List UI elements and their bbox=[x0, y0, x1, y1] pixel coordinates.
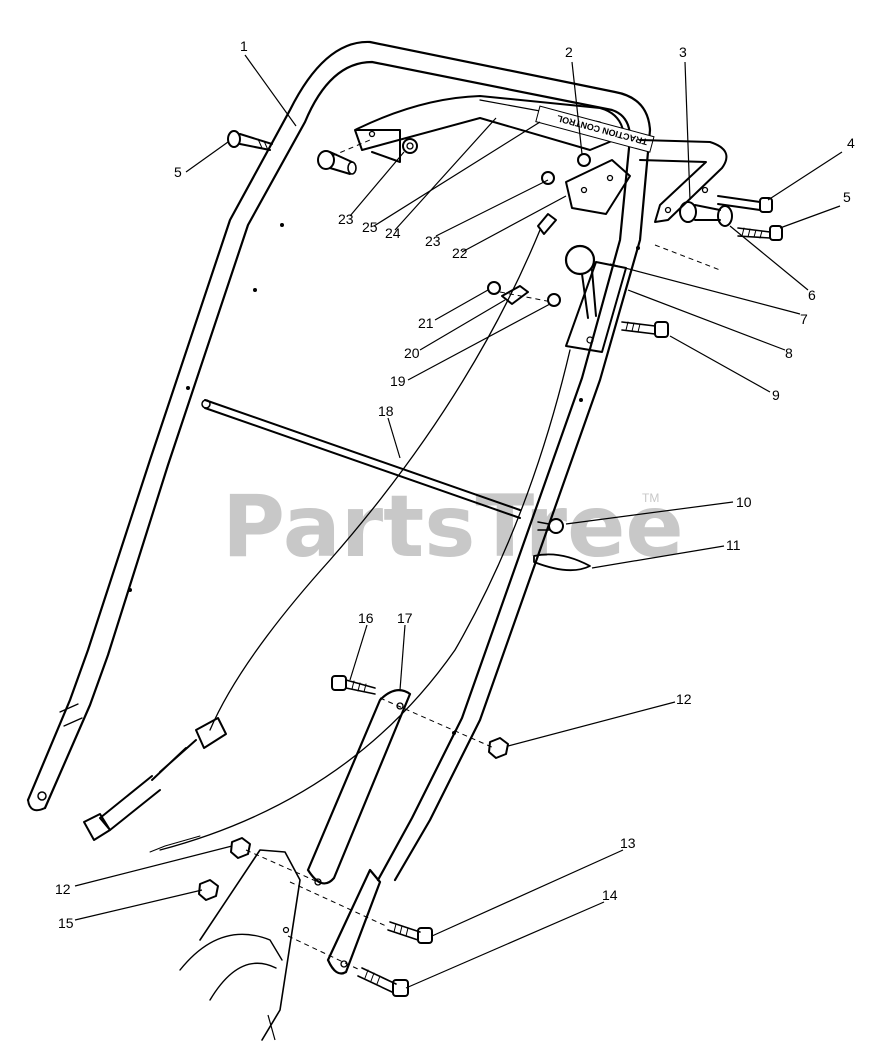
callout-12-right: 12 bbox=[676, 691, 692, 707]
callout-14: 14 bbox=[602, 887, 618, 903]
callout-5-left: 5 bbox=[174, 164, 182, 180]
nut-part-12-right bbox=[488, 737, 509, 759]
cable-tie-part-11 bbox=[533, 553, 591, 572]
lower-handle-part-17 bbox=[306, 689, 412, 975]
callout-8: 8 bbox=[785, 345, 793, 361]
callout-22: 22 bbox=[452, 245, 468, 261]
callout-6: 6 bbox=[808, 287, 816, 303]
callout-23-right: 23 bbox=[425, 233, 441, 249]
callout-20: 20 bbox=[404, 345, 420, 361]
alignment-lines bbox=[245, 139, 721, 971]
traction-control-decal: TRACTION CONTROL bbox=[535, 105, 655, 153]
nut-part-23 bbox=[541, 171, 555, 185]
bolt-part-4 bbox=[717, 195, 773, 213]
callout-labels: 1 2 3 4 5 5 6 7 8 9 10 11 12 12 13 14 15… bbox=[55, 38, 855, 931]
callout-23-left: 23 bbox=[338, 211, 354, 227]
callout-18: 18 bbox=[378, 403, 394, 419]
bolt-part-13 bbox=[387, 921, 433, 944]
upper-handle-part bbox=[26, 40, 652, 882]
bolt-part-16 bbox=[331, 675, 376, 695]
nut-part-15 bbox=[198, 879, 219, 901]
callout-25: 25 bbox=[362, 219, 378, 235]
bolt-part-5-right bbox=[737, 225, 783, 241]
spacer-bracket bbox=[317, 129, 401, 175]
deck-bracket bbox=[179, 849, 301, 1041]
callout-13: 13 bbox=[620, 835, 636, 851]
control-bracket bbox=[639, 139, 733, 227]
screw-part-10 bbox=[537, 518, 564, 534]
callout-3: 3 bbox=[679, 44, 687, 60]
clip-part-20 bbox=[501, 285, 529, 305]
callout-5-right: 5 bbox=[843, 189, 851, 205]
callout-2: 2 bbox=[565, 44, 573, 60]
nut-part-19 bbox=[547, 293, 561, 307]
callout-12-left: 12 bbox=[55, 881, 71, 897]
leader-lines bbox=[74, 54, 843, 1041]
bolt-part-5-left bbox=[227, 130, 273, 151]
callout-19: 19 bbox=[390, 373, 406, 389]
callout-10: 10 bbox=[736, 494, 752, 510]
nut-part-21 bbox=[487, 281, 501, 295]
callout-11: 11 bbox=[726, 537, 741, 553]
callout-9: 9 bbox=[772, 387, 780, 403]
nut-part-2 bbox=[577, 153, 591, 167]
callout-17: 17 bbox=[397, 610, 413, 626]
control-cable bbox=[83, 213, 571, 853]
callout-1: 1 bbox=[240, 38, 248, 54]
lever-part-7 bbox=[564, 244, 597, 319]
callout-16: 16 bbox=[358, 610, 374, 626]
bolt-part-14 bbox=[357, 967, 409, 997]
callout-15: 15 bbox=[58, 915, 74, 931]
callout-4: 4 bbox=[847, 135, 855, 151]
bolt-part-9 bbox=[621, 321, 669, 338]
control-plate-part-22 bbox=[565, 159, 631, 215]
callout-7: 7 bbox=[800, 311, 808, 327]
nut-part-25 bbox=[402, 138, 418, 154]
callout-21: 21 bbox=[418, 315, 434, 331]
callout-24: 24 bbox=[385, 225, 401, 241]
nut-part-12-left bbox=[230, 837, 251, 859]
watermark-trademark: TM bbox=[642, 491, 659, 505]
watermark-text: PartsTree bbox=[222, 477, 684, 577]
